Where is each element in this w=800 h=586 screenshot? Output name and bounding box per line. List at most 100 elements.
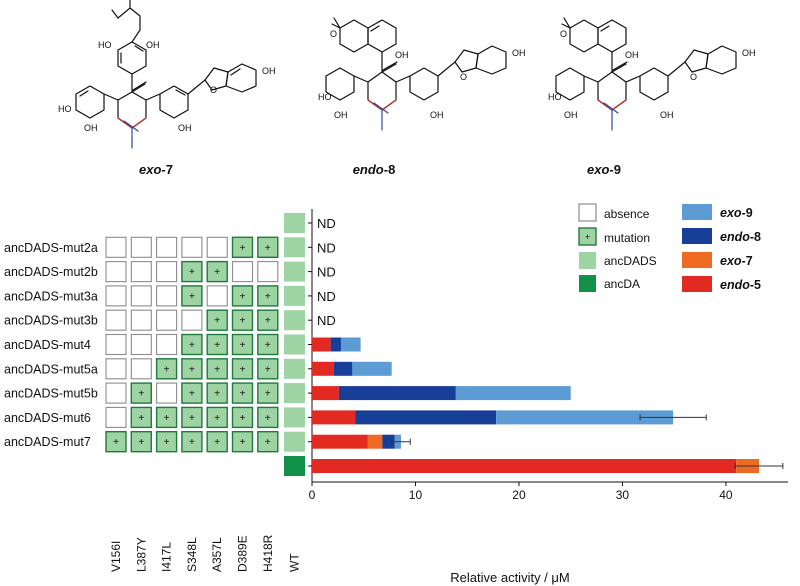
mutation-cell (181, 333, 203, 356)
bar-segment-endo-5 (312, 459, 737, 473)
mutation-mark: + (189, 389, 195, 400)
mutation-cell (257, 406, 279, 429)
bar-segment-exo-9 (340, 337, 361, 352)
legend-swatch-endo-5 (682, 276, 712, 292)
mutation-mark: + (164, 437, 170, 448)
mutation-column-label: D389E (236, 535, 250, 572)
absence-cell (130, 309, 152, 331)
bar-segment-exo-9 (496, 410, 674, 425)
x-tick-label: 40 (719, 488, 733, 502)
o-label: O (210, 85, 217, 95)
mutation-grid: ancDADS-mut2a++ancDADS-mut2b++ancDADS-mu… (4, 213, 305, 572)
legend-swatch-endo-8 (682, 228, 712, 244)
mutation-cell (257, 333, 279, 356)
mutation-mark: + (189, 364, 195, 375)
mutation-mark: + (214, 364, 220, 375)
oh-label: HO (98, 40, 112, 50)
mutation-column-label: S348L (185, 537, 199, 572)
mutation-cell (257, 358, 279, 380)
x-tick-label: 20 (512, 488, 526, 502)
absence-cell (105, 358, 127, 380)
oh-label: OH (178, 123, 192, 133)
mutation-mark: + (240, 413, 246, 424)
oh-label: HO (548, 92, 562, 102)
mutation-mark: + (164, 364, 170, 375)
wt-cell (284, 237, 305, 258)
absence-cell (130, 285, 152, 307)
legend-swatch-mutation (578, 227, 597, 246)
oh-label: HO (318, 92, 332, 102)
mutation-mark: + (265, 437, 271, 448)
mutation-cell (206, 333, 228, 356)
structure-endo-8 (325, 17, 507, 131)
absence-cell (105, 382, 127, 404)
bar-segment-endo-5 (312, 337, 331, 352)
mutation-mark: + (214, 316, 220, 327)
bar-segment-endo-5 (312, 410, 356, 425)
mutation-mark: + (214, 340, 220, 351)
o-label: O (460, 72, 467, 82)
nd-label: ND (317, 240, 336, 255)
absence-cell (105, 333, 127, 356)
absence-cell (105, 261, 127, 283)
mutation-mark: + (240, 389, 246, 400)
nd-label: ND (317, 265, 336, 280)
mutation-mark: + (240, 243, 246, 254)
structures-panel: exo-7 HO OH HO OH OH O OH endo-8 (58, 0, 756, 177)
oh-label: OH (742, 48, 756, 58)
mutation-cell (257, 382, 279, 404)
mutation-cell (257, 431, 279, 453)
wt-cell (284, 261, 305, 282)
mutation-mark: + (189, 267, 195, 278)
mutation-cell (181, 260, 203, 283)
mutation-cell (181, 382, 203, 404)
nd-label: ND (317, 313, 336, 328)
mutation-cell (206, 260, 228, 283)
wt-cell (284, 383, 305, 404)
mutation-mark: + (265, 413, 271, 424)
mutation-mark: + (138, 437, 144, 448)
variant-label: ancDADS-mut7 (4, 435, 91, 449)
wt-cell (284, 431, 305, 452)
mutation-mark: + (265, 316, 271, 327)
wt-cell (284, 456, 305, 476)
absence-cell (105, 406, 127, 428)
variant-label: ancDADS-mut5b (4, 387, 98, 401)
mutation-mark: + (240, 291, 246, 302)
mutation-mark: + (189, 413, 195, 424)
mutation-mark: + (265, 291, 271, 302)
mutation-cell (231, 382, 254, 404)
absence-cell (105, 236, 127, 258)
absence-cell (181, 236, 203, 258)
mutation-mark: + (138, 413, 144, 424)
wt-cell (284, 407, 305, 428)
mutation-mark: + (214, 413, 220, 424)
absence-cell (156, 285, 178, 307)
mutation-mark: + (265, 364, 271, 375)
oh-label: OH (564, 110, 578, 120)
o-label: O (330, 29, 337, 39)
mutation-column-label: I417L (160, 542, 174, 572)
bar-segment-endo-8 (330, 337, 341, 352)
oh-label: OH (395, 50, 409, 60)
mutation-cell (257, 285, 279, 307)
bar-segment-endo-5 (312, 361, 334, 376)
oh-label: OH (512, 48, 526, 58)
mutation-mark: + (265, 389, 271, 400)
bar-segment-endo-8 (333, 361, 353, 376)
nd-label: ND (317, 216, 336, 231)
mutation-mark: + (113, 437, 119, 448)
mutation-cell (130, 406, 153, 429)
legend-swatch-exo-7 (682, 252, 712, 268)
absence-cell (130, 358, 152, 380)
o-label: O (560, 29, 567, 39)
absence-cell (130, 261, 152, 283)
mutation-cell (206, 382, 228, 404)
mutation-cell (130, 431, 153, 453)
variant-label: ancDADS-mut4 (4, 338, 91, 352)
mutation-column-label: A357L (210, 537, 224, 572)
structure-exo-9 (555, 17, 737, 131)
variant-label: ancDADS-mut5a (4, 362, 98, 376)
